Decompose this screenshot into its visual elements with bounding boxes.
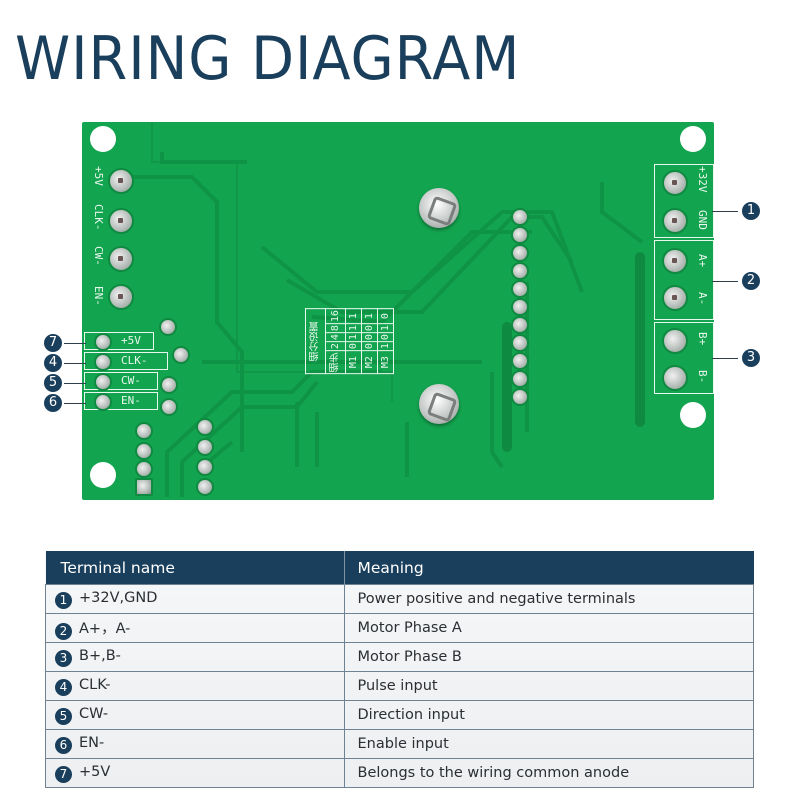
pcb-traces	[122, 122, 645, 497]
terminal-meaning: Enable input	[343, 729, 754, 759]
row-badge: 6	[55, 736, 72, 754]
table-row: 1 +32V,GND Power positive and negative te…	[45, 584, 754, 614]
terminal-meaning: Power positive and negative terminals	[343, 584, 754, 614]
callout-box-5v: +5V	[84, 332, 154, 350]
pad	[94, 353, 112, 371]
table-row: 4 CLK- Pulse input	[45, 671, 754, 701]
pad	[135, 442, 153, 460]
terminal-table: Terminal name Meaning 1 +32V,GND Power po…	[45, 551, 754, 788]
silk-label-en: EN-	[92, 286, 105, 306]
callout-badge-2: 2	[742, 272, 760, 290]
terminal-pad-a-minus	[662, 285, 688, 311]
terminal-pad-clk	[108, 208, 134, 234]
mounting-hole	[680, 402, 706, 428]
callout-badge-6: 6	[44, 394, 62, 412]
callout-line	[64, 343, 86, 344]
row-badge: 7	[55, 765, 72, 783]
callout-line	[712, 358, 738, 359]
callout-line	[64, 363, 86, 364]
pad	[160, 376, 178, 394]
row-badge: 2	[55, 622, 72, 640]
callout-line	[64, 403, 86, 404]
column-header-terminal-name: Terminal name	[45, 551, 344, 585]
callout-line	[64, 383, 86, 384]
terminal-meaning: Belongs to the wiring common anode	[343, 758, 754, 788]
row-badge: 5	[55, 707, 72, 725]
pad	[160, 398, 178, 416]
silk-label-b-plus: B+	[696, 332, 709, 346]
pad	[135, 460, 153, 478]
pad	[172, 346, 190, 364]
terminal-meaning: Motor Phase B	[343, 642, 754, 672]
terminal-pad-b-minus	[662, 365, 688, 391]
terminal-name: EN-	[79, 734, 105, 751]
callout-badge-1: 1	[742, 202, 760, 220]
column-header-meaning: Meaning	[343, 551, 754, 585]
page-title: WIRING DIAGRAM	[15, 24, 521, 94]
terminal-name: +32V,GND	[79, 589, 158, 606]
pad	[94, 333, 112, 351]
row-badge: 3	[55, 649, 72, 667]
pad	[135, 422, 153, 440]
terminal-name: +5V	[79, 763, 111, 780]
terminal-pad-gnd	[662, 208, 688, 234]
callout-badge-5: 5	[44, 374, 62, 392]
silk-label-a-plus: A+	[696, 254, 709, 268]
mounting-hole	[90, 126, 116, 152]
table-row: 2 A+，A- Motor Phase A	[45, 613, 754, 643]
callout-box-en: EN-	[84, 392, 158, 410]
callout-line	[712, 281, 738, 282]
terminal-pad-b-plus	[662, 328, 688, 354]
pad	[94, 393, 112, 411]
pad	[94, 373, 112, 391]
terminal-name: CLK-	[79, 676, 111, 693]
terminal-pad-a-plus	[662, 248, 688, 274]
terminal-block-phase-a	[654, 240, 714, 320]
screw-icon	[419, 188, 459, 228]
terminal-pad-cw	[108, 246, 134, 272]
terminal-meaning: Motor Phase A	[343, 613, 754, 643]
terminal-name: CW-	[79, 705, 109, 722]
mounting-hole	[90, 462, 116, 488]
callout-badge-7: 7	[44, 334, 62, 352]
silk-label-gnd: GND	[696, 210, 709, 230]
pad	[196, 458, 214, 476]
pad	[196, 438, 214, 456]
row-badge: 1	[55, 591, 72, 609]
pad	[159, 318, 177, 336]
table-row: 5 CW- Direction input	[45, 700, 754, 730]
callout-box-cw: CW-	[84, 372, 158, 390]
terminal-name: B+,B-	[79, 647, 121, 664]
microstep-title: 细分设置	[305, 308, 326, 374]
callout-box-clk: CLK-	[84, 352, 168, 370]
pad	[196, 478, 214, 496]
microstep-table: 细分设置 细步 2 4 8 16 M1 0 1 1 1 M2 0 0 0 1 M…	[305, 308, 394, 374]
mounting-hole	[680, 126, 706, 152]
table-row: 6 EN- Enable input	[45, 729, 754, 759]
pad	[135, 478, 153, 496]
terminal-pad-5v	[108, 168, 134, 194]
table-header-row: Terminal name Meaning	[45, 551, 754, 585]
terminal-meaning: Direction input	[343, 700, 754, 730]
terminal-block-power	[654, 164, 714, 238]
pcb-board: +5V CLK- CW- EN- +5V CLK- CW- EN-	[82, 122, 714, 500]
table-row: 7 +5V Belongs to the wiring common anode	[45, 758, 754, 788]
row-badge: 4	[55, 678, 72, 696]
terminal-meaning: Pulse input	[343, 671, 754, 701]
silk-label-b-minus: B-	[696, 370, 709, 384]
table-row: 3 B+,B- Motor Phase B	[45, 642, 754, 672]
terminal-pad-32v	[662, 170, 688, 196]
callout-line	[712, 211, 738, 212]
silk-label-cw: CW-	[92, 246, 105, 266]
terminal-name: A+，A-	[79, 620, 131, 637]
silk-label-32v: +32V	[696, 166, 709, 193]
screw-icon	[419, 384, 459, 424]
silk-label-5v: +5V	[92, 166, 105, 186]
callout-badge-4: 4	[44, 354, 62, 372]
pad	[196, 418, 214, 436]
callout-badge-3: 3	[742, 349, 760, 367]
silk-label-clk: CLK-	[92, 204, 105, 231]
terminal-pad-en	[108, 284, 134, 310]
silk-label-a-minus: A-	[696, 292, 709, 306]
